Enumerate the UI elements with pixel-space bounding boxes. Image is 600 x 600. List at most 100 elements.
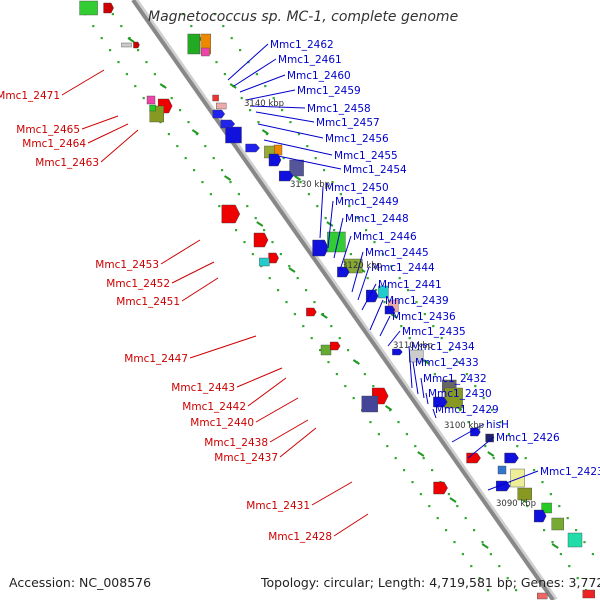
forward-gene-label[interactable]: Mmc1_2430: [428, 388, 492, 400]
tick-dot: [411, 481, 414, 484]
gene-block[interactable]: [146, 95, 156, 105]
gene-arrow[interactable]: [496, 480, 511, 492]
forward-gene-label[interactable]: Mmc1_2460: [287, 70, 351, 82]
gene-block[interactable]: [79, 0, 98, 16]
gene-arrow[interactable]: [312, 239, 329, 257]
forward-gene-label[interactable]: Mmc1_2435: [402, 326, 466, 338]
forward-gene-label[interactable]: Mmc1_2454: [343, 164, 407, 176]
gene-block[interactable]: [225, 126, 242, 144]
reverse-gene-label[interactable]: Mmc1_2452: [106, 278, 170, 290]
forward-gene-label[interactable]: Mmc1_2433: [415, 357, 479, 369]
gene-block[interactable]: [510, 468, 525, 488]
forward-gene-label[interactable]: Mmc1_2455: [334, 150, 398, 162]
gene-arrow[interactable]: [330, 341, 341, 351]
forward-gene-label[interactable]: Mmc1_2439: [385, 295, 449, 307]
reverse-gene-label[interactable]: Mmc1_2453: [95, 259, 159, 271]
tick-dot: [243, 241, 246, 244]
reverse-gene-label[interactable]: Mmc1_2437: [214, 452, 278, 464]
forward-gene-label[interactable]: hisH: [486, 419, 509, 431]
gene-arrow[interactable]: [221, 204, 241, 224]
gene-arrow[interactable]: [392, 348, 403, 356]
reverse-gene-label[interactable]: Mmc1_2447: [124, 353, 188, 365]
gene-arrow[interactable]: [253, 232, 269, 248]
gene-arrow[interactable]: [466, 452, 481, 464]
gene-arrow[interactable]: [433, 481, 448, 495]
gene-arrow[interactable]: [534, 509, 547, 523]
gene-arrow[interactable]: [384, 305, 396, 315]
forward-gene-label[interactable]: Mmc1_2444: [371, 262, 435, 274]
leader-line: [269, 419, 309, 443]
gene-block[interactable]: [121, 42, 132, 48]
forward-gene-label[interactable]: Mmc1_2450: [325, 182, 389, 194]
gene-block[interactable]: [201, 47, 210, 57]
gene-block[interactable]: [149, 104, 156, 112]
reverse-gene-label[interactable]: Mmc1_2443: [171, 382, 235, 394]
reverse-gene-label[interactable]: Mmc1_2438: [204, 437, 268, 449]
forward-gene-label[interactable]: Mmc1_2461: [278, 54, 342, 66]
forward-gene-label[interactable]: Mmc1_2462: [270, 39, 334, 51]
forward-gene-label[interactable]: Mmc1_2446: [353, 231, 417, 243]
reverse-gene-label[interactable]: Mmc1_2463: [35, 157, 99, 169]
reverse-gene-label[interactable]: Mmc1_2465: [16, 124, 80, 136]
gene-arrow[interactable]: [220, 119, 236, 129]
gene-arrow[interactable]: [212, 109, 226, 119]
gene-arrow[interactable]: [433, 396, 448, 408]
forward-gene-label[interactable]: Mmc1_2441: [378, 279, 442, 291]
gene-arrow[interactable]: [279, 170, 294, 182]
tick-dot: [137, 49, 140, 52]
forward-gene-label[interactable]: Mmc1_2426: [496, 432, 560, 444]
gene-block[interactable]: [485, 433, 494, 443]
gene-block[interactable]: [212, 94, 219, 102]
gene-block[interactable]: [541, 502, 552, 514]
tick-dot: [432, 325, 435, 328]
reverse-gene-label[interactable]: Mmc1_2431: [246, 500, 310, 512]
gene-block[interactable]: [517, 487, 532, 501]
gene-arrow[interactable]: [268, 153, 282, 167]
forward-gene-label[interactable]: Mmc1_2434: [411, 341, 475, 353]
gene-block[interactable]: [582, 589, 595, 599]
reverse-gene-label[interactable]: Mmc1_2464: [22, 138, 86, 150]
gene-block[interactable]: [320, 344, 332, 356]
leader-line: [487, 470, 539, 491]
gene-block[interactable]: [537, 592, 548, 600]
leader-line: [247, 377, 287, 407]
gene-block[interactable]: [259, 257, 270, 267]
forward-gene-label[interactable]: Mmc1_2429: [435, 404, 499, 416]
gene-block[interactable]: [551, 517, 564, 531]
tick-dot: [176, 145, 179, 148]
gene-arrow[interactable]: [245, 143, 260, 153]
gene-block[interactable]: [378, 285, 389, 299]
forward-gene-label[interactable]: Mmc1_2457: [316, 117, 380, 129]
forward-gene-label[interactable]: Mmc1_2448: [345, 213, 409, 225]
gene-block[interactable]: [215, 102, 227, 110]
reverse-gene-label[interactable]: Mmc1_2471: [0, 90, 60, 102]
gene-block[interactable]: [409, 349, 424, 363]
gene-arrow[interactable]: [133, 41, 140, 49]
tick-mark: [551, 543, 559, 549]
gene-block[interactable]: [567, 532, 583, 548]
forward-gene-label[interactable]: Mmc1_2449: [335, 196, 399, 208]
gene-block[interactable]: [187, 33, 201, 55]
reverse-gene-label[interactable]: Mmc1_2428: [268, 531, 332, 543]
gene-arrow[interactable]: [268, 252, 279, 264]
forward-gene-label[interactable]: Mmc1_2456: [325, 133, 389, 145]
tick-dot: [239, 49, 242, 52]
gene-arrow[interactable]: [103, 2, 114, 14]
gene-block[interactable]: [327, 231, 346, 253]
gene-arrow[interactable]: [366, 289, 379, 303]
reverse-gene-label[interactable]: Mmc1_2451: [116, 296, 180, 308]
tick-dot: [431, 469, 434, 472]
gene-block[interactable]: [361, 395, 378, 413]
reverse-gene-label[interactable]: Mmc1_2442: [182, 401, 246, 413]
gene-block[interactable]: [273, 144, 283, 156]
gene-arrow[interactable]: [306, 307, 317, 317]
forward-gene-label[interactable]: Mmc1_2423: [540, 466, 600, 478]
gene-arrow[interactable]: [504, 452, 519, 464]
gene-block[interactable]: [497, 465, 507, 475]
reverse-gene-label[interactable]: Mmc1_2440: [190, 417, 254, 429]
forward-gene-label[interactable]: Mmc1_2445: [365, 247, 429, 259]
forward-gene-label[interactable]: Mmc1_2432: [423, 373, 487, 385]
forward-gene-label[interactable]: Mmc1_2459: [297, 85, 361, 97]
forward-gene-label[interactable]: Mmc1_2458: [307, 103, 371, 115]
forward-gene-label[interactable]: Mmc1_2436: [392, 311, 456, 323]
